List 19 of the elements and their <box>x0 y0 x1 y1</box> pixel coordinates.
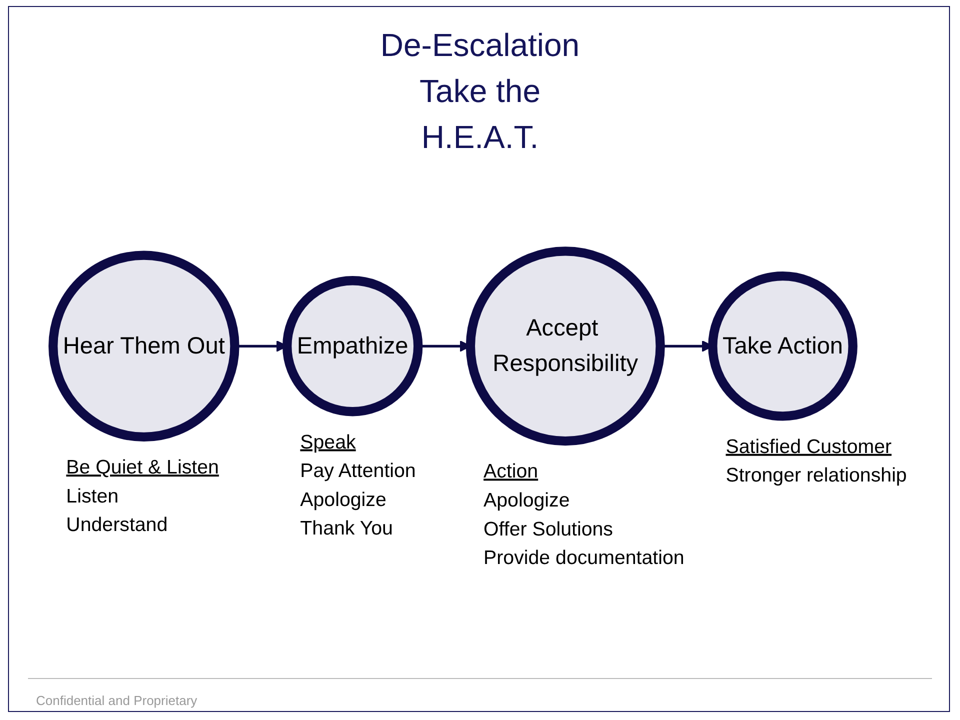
list-item: Stronger relationship <box>726 464 907 487</box>
footer-note: Confidential and Proprietary <box>36 693 198 708</box>
node-circle: Accept Responsibility <box>466 246 665 446</box>
list-heading: Satisfied Customer <box>726 436 892 458</box>
list-item: Understand <box>66 514 168 536</box>
list-item: Offer Solutions <box>484 518 613 540</box>
node-circle: Empathize <box>282 276 423 416</box>
list-item: Listen <box>66 485 119 508</box>
list-item: Pay Attention <box>300 460 416 482</box>
title: De-Escalation Take the H.E.A.T. <box>379 26 581 157</box>
list-heading: Action <box>484 460 538 483</box>
list-item: Apologize <box>300 488 386 511</box>
node-circle: Hear Them Out <box>48 250 240 442</box>
list-heading: Be Quiet & Listen <box>66 456 219 479</box>
list-item: Apologize <box>484 490 570 512</box>
list-item: Provide documentation <box>484 547 684 570</box>
list-item: Thank You <box>300 518 393 540</box>
node-circle: Take Action <box>708 271 858 421</box>
list-heading: Speak <box>300 431 356 454</box>
